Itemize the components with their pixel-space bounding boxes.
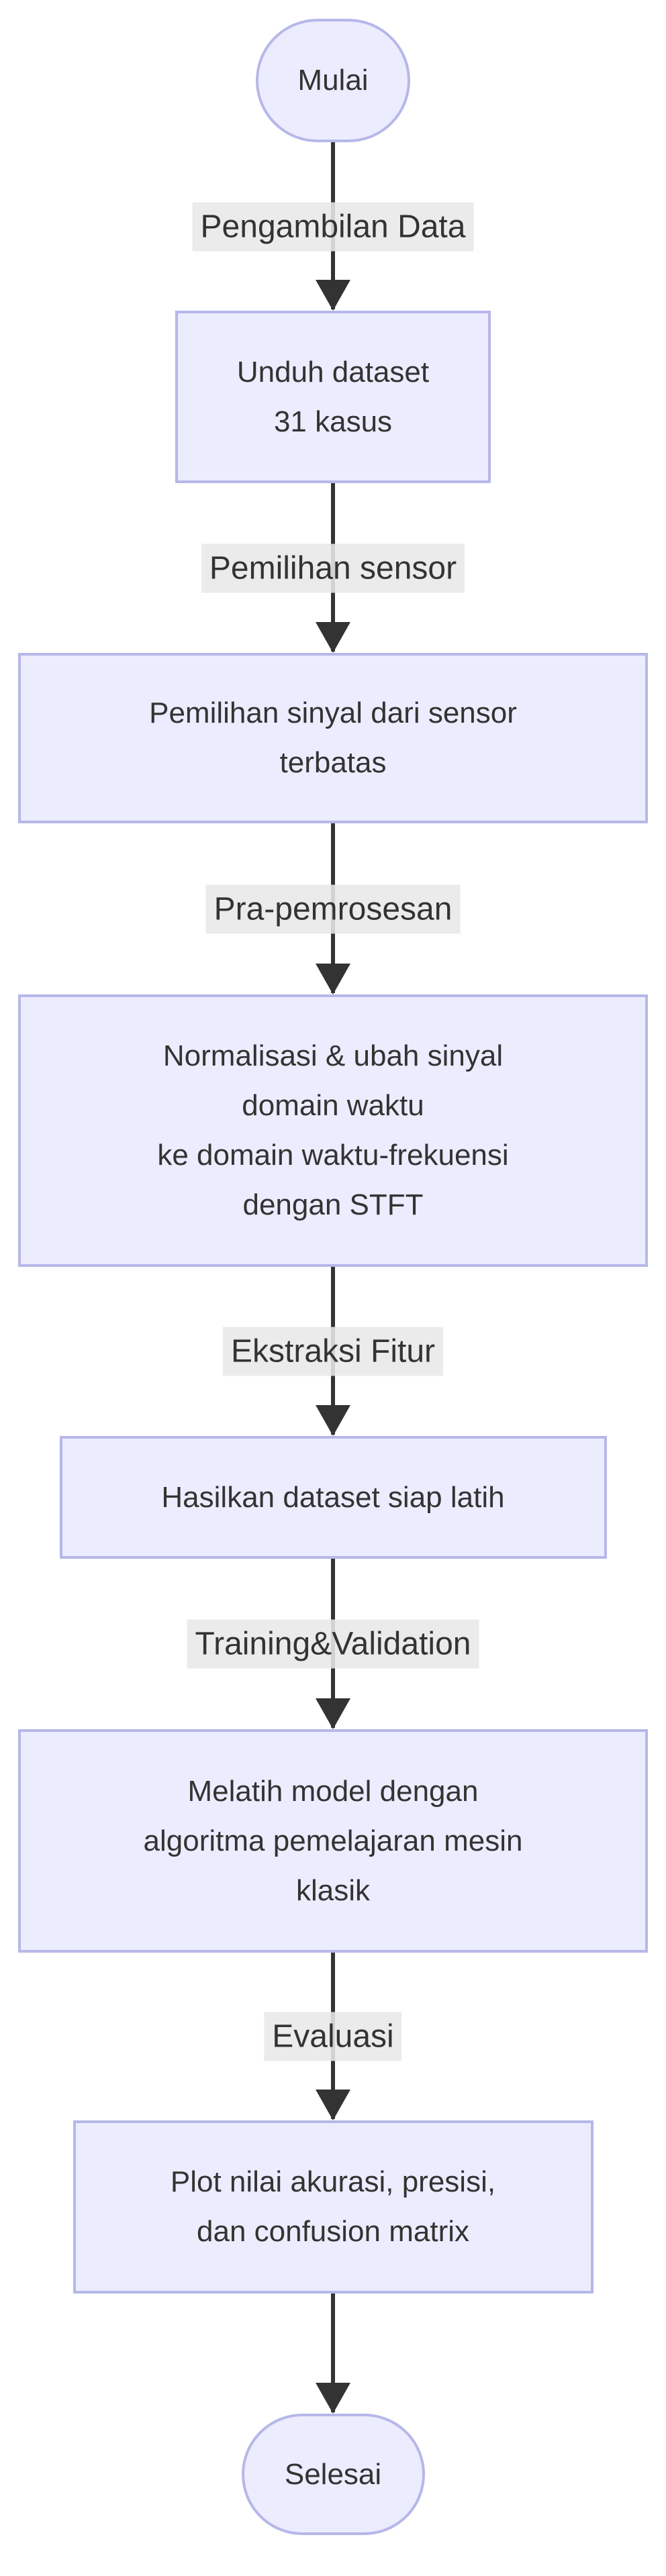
arrow-down-icon [316, 622, 350, 653]
arrow-down-icon [316, 2090, 350, 2120]
edge-connector: Ekstraksi Fitur [0, 1267, 666, 1436]
node-label-line: dan confusion matrix [197, 2215, 469, 2248]
node-label-line: 31 kasus [273, 405, 393, 438]
node-label-line: dengan STFT [242, 1188, 424, 1221]
node-label: Selesai [284, 2457, 382, 2491]
end-node: Selesai [241, 2414, 425, 2535]
node-label-line: Unduh dataset [236, 355, 430, 389]
edge-label: Pengambilan Data [192, 202, 474, 251]
node-label-line: ke domain waktu-frekuensi [157, 1139, 509, 1172]
node-label: Mulai [297, 64, 369, 97]
process-box-sensor-selection: Pemilihan sinyal dari sensor terbatas [18, 653, 648, 823]
edge-label: Evaluasi [264, 2012, 402, 2061]
node-label-line: Hasilkan dataset siap latih [161, 1480, 505, 1514]
process-box-download-dataset: Unduh dataset 31 kasus [175, 311, 491, 483]
edge-connector: Pra-pemrosesan [0, 823, 666, 994]
node-label-line: klasik [295, 1873, 371, 1907]
process-box-preprocessing-stft: Normalisasi & ubah sinyal domain waktu k… [18, 994, 648, 1267]
process-box-plot-metrics: Plot nilai akurasi, presisi, dan confusi… [73, 2120, 593, 2294]
process-box-train-model: Melatih model dengan algoritma pemelajar… [18, 1729, 648, 1953]
edge-connector [0, 2294, 666, 2414]
arrow-down-icon [316, 964, 350, 994]
edge-connector: Training&Validation [0, 1559, 666, 1729]
arrow-down-icon [316, 280, 350, 311]
node-label-line: Plot nilai akurasi, presisi, [170, 2165, 496, 2198]
node-label-line: terbatas [279, 746, 387, 779]
node-label-line: domain waktu [242, 1089, 424, 1122]
edge-label: Pemilihan sensor [201, 544, 465, 593]
edge-connector: Pengambilan Data [0, 142, 666, 311]
arrow-down-icon [316, 1405, 350, 1436]
edge-label: Ekstraksi Fitur [222, 1327, 444, 1376]
edge-connector: Pemilihan sensor [0, 483, 666, 653]
start-node: Mulai [256, 19, 410, 142]
node-label-line: Pemilihan sinyal dari sensor [149, 697, 517, 729]
edge-connector: Evaluasi [0, 1953, 666, 2120]
node-label-line: algoritma pemelajaran mesin [143, 1824, 523, 1857]
process-box-dataset-ready: Hasilkan dataset siap latih [59, 1436, 607, 1559]
edge-label: Pra-pemrosesan [205, 884, 461, 933]
edge-label: Training&Validation [187, 1619, 479, 1669]
edge-line [331, 2294, 335, 2412]
node-label-line: Melatih model dengan [187, 1774, 479, 1808]
arrow-down-icon [316, 1698, 350, 1729]
arrow-down-icon [316, 2383, 350, 2414]
node-label-line: Normalisasi & ubah sinyal [162, 1039, 504, 1072]
